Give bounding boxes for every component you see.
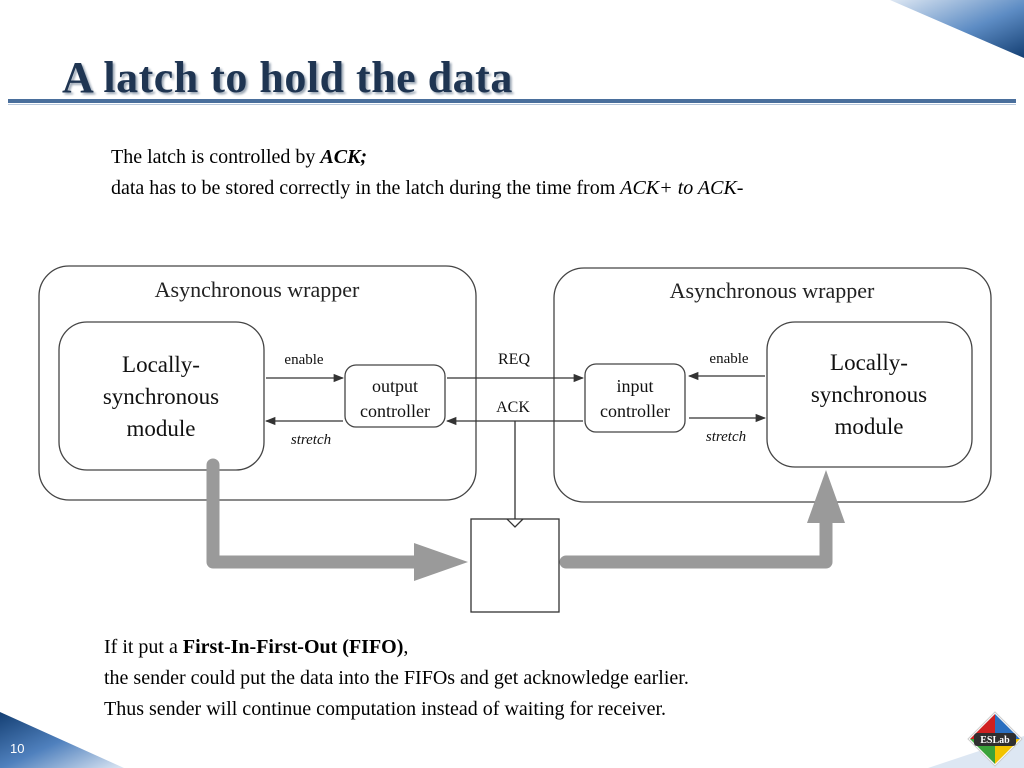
right-wrapper-box [553,267,992,503]
output-controller-box [344,364,446,428]
outro-line-3: Thus sender will continue computation in… [104,698,667,720]
intro-line-2-suffix: - [736,177,744,199]
input-controller-box [584,363,686,433]
outro-fifo-bold: First-In-First-Out (FIFO) [182,636,404,658]
intro-line-2: data has to be stored correctly in the l… [111,173,991,204]
title-underline-shadow [8,104,1016,105]
data-path-right [559,513,833,569]
right-module-line-2: synchronous [811,382,927,407]
left-module-line-3: module [127,416,196,441]
eslab-logo: ESLab [967,711,1023,767]
intro-text: The latch is controlled by ACK; data has… [111,142,991,204]
intro-line-2-text: data has to be stored correctly in the l… [111,177,621,199]
intro-line-1: The latch is controlled by ACK; [111,142,991,173]
right-module-box [766,321,973,468]
left-module-line-1: Locally- [122,352,200,377]
left-wrapper-label: Asynchronous wrapper [155,277,360,302]
right-stretch-label: stretch [706,429,746,445]
left-module-box [58,321,265,471]
outro-line-1: If it put a First-In-First-Out (FIFO), [104,632,984,663]
outro-line-1-text: If it put a [104,636,183,658]
right-enable-label: enable [709,351,748,367]
eslab-logo-text: ESLab [980,735,1010,746]
title-underline [8,99,1016,103]
outro-line-1-suffix: , [403,636,409,658]
ack-label: ACK [496,399,530,416]
latch-box [470,518,560,613]
input-controller-line-2: controller [600,401,670,421]
right-module-line-1: Locally- [830,350,908,375]
right-wrapper-label: Asynchronous wrapper [670,278,875,303]
input-controller-line-1: input [616,376,653,396]
slide-title: A latch to hold the data [62,53,513,102]
intro-ack-emphasis: ACK; [320,146,368,168]
outro-text: If it put a First-In-First-Out (FIFO), t… [104,632,984,725]
left-enable-label: enable [284,352,323,368]
left-module-line-2: synchronous [103,384,219,409]
right-module-line-3: module [835,414,904,439]
outro-line-2: the sender could put the data into the F… [104,667,689,689]
intro-ack-plus: ACK+ [620,177,673,199]
output-controller-line-2: controller [360,401,430,421]
page-number: 10 [10,741,25,756]
intro-ack-minus: ACK [697,177,737,199]
req-label: REQ [498,351,530,368]
left-stretch-label: stretch [291,432,331,448]
left-wrapper-box [38,265,477,501]
data-arrow-into-right-module [807,470,845,523]
data-path-left [206,458,425,569]
output-controller-line-1: output [372,376,418,396]
intro-line-1-text: The latch is controlled by [111,146,321,168]
intro-to: to [672,177,698,199]
latch-clock-notch [506,518,524,528]
data-arrow-into-latch [414,543,468,581]
